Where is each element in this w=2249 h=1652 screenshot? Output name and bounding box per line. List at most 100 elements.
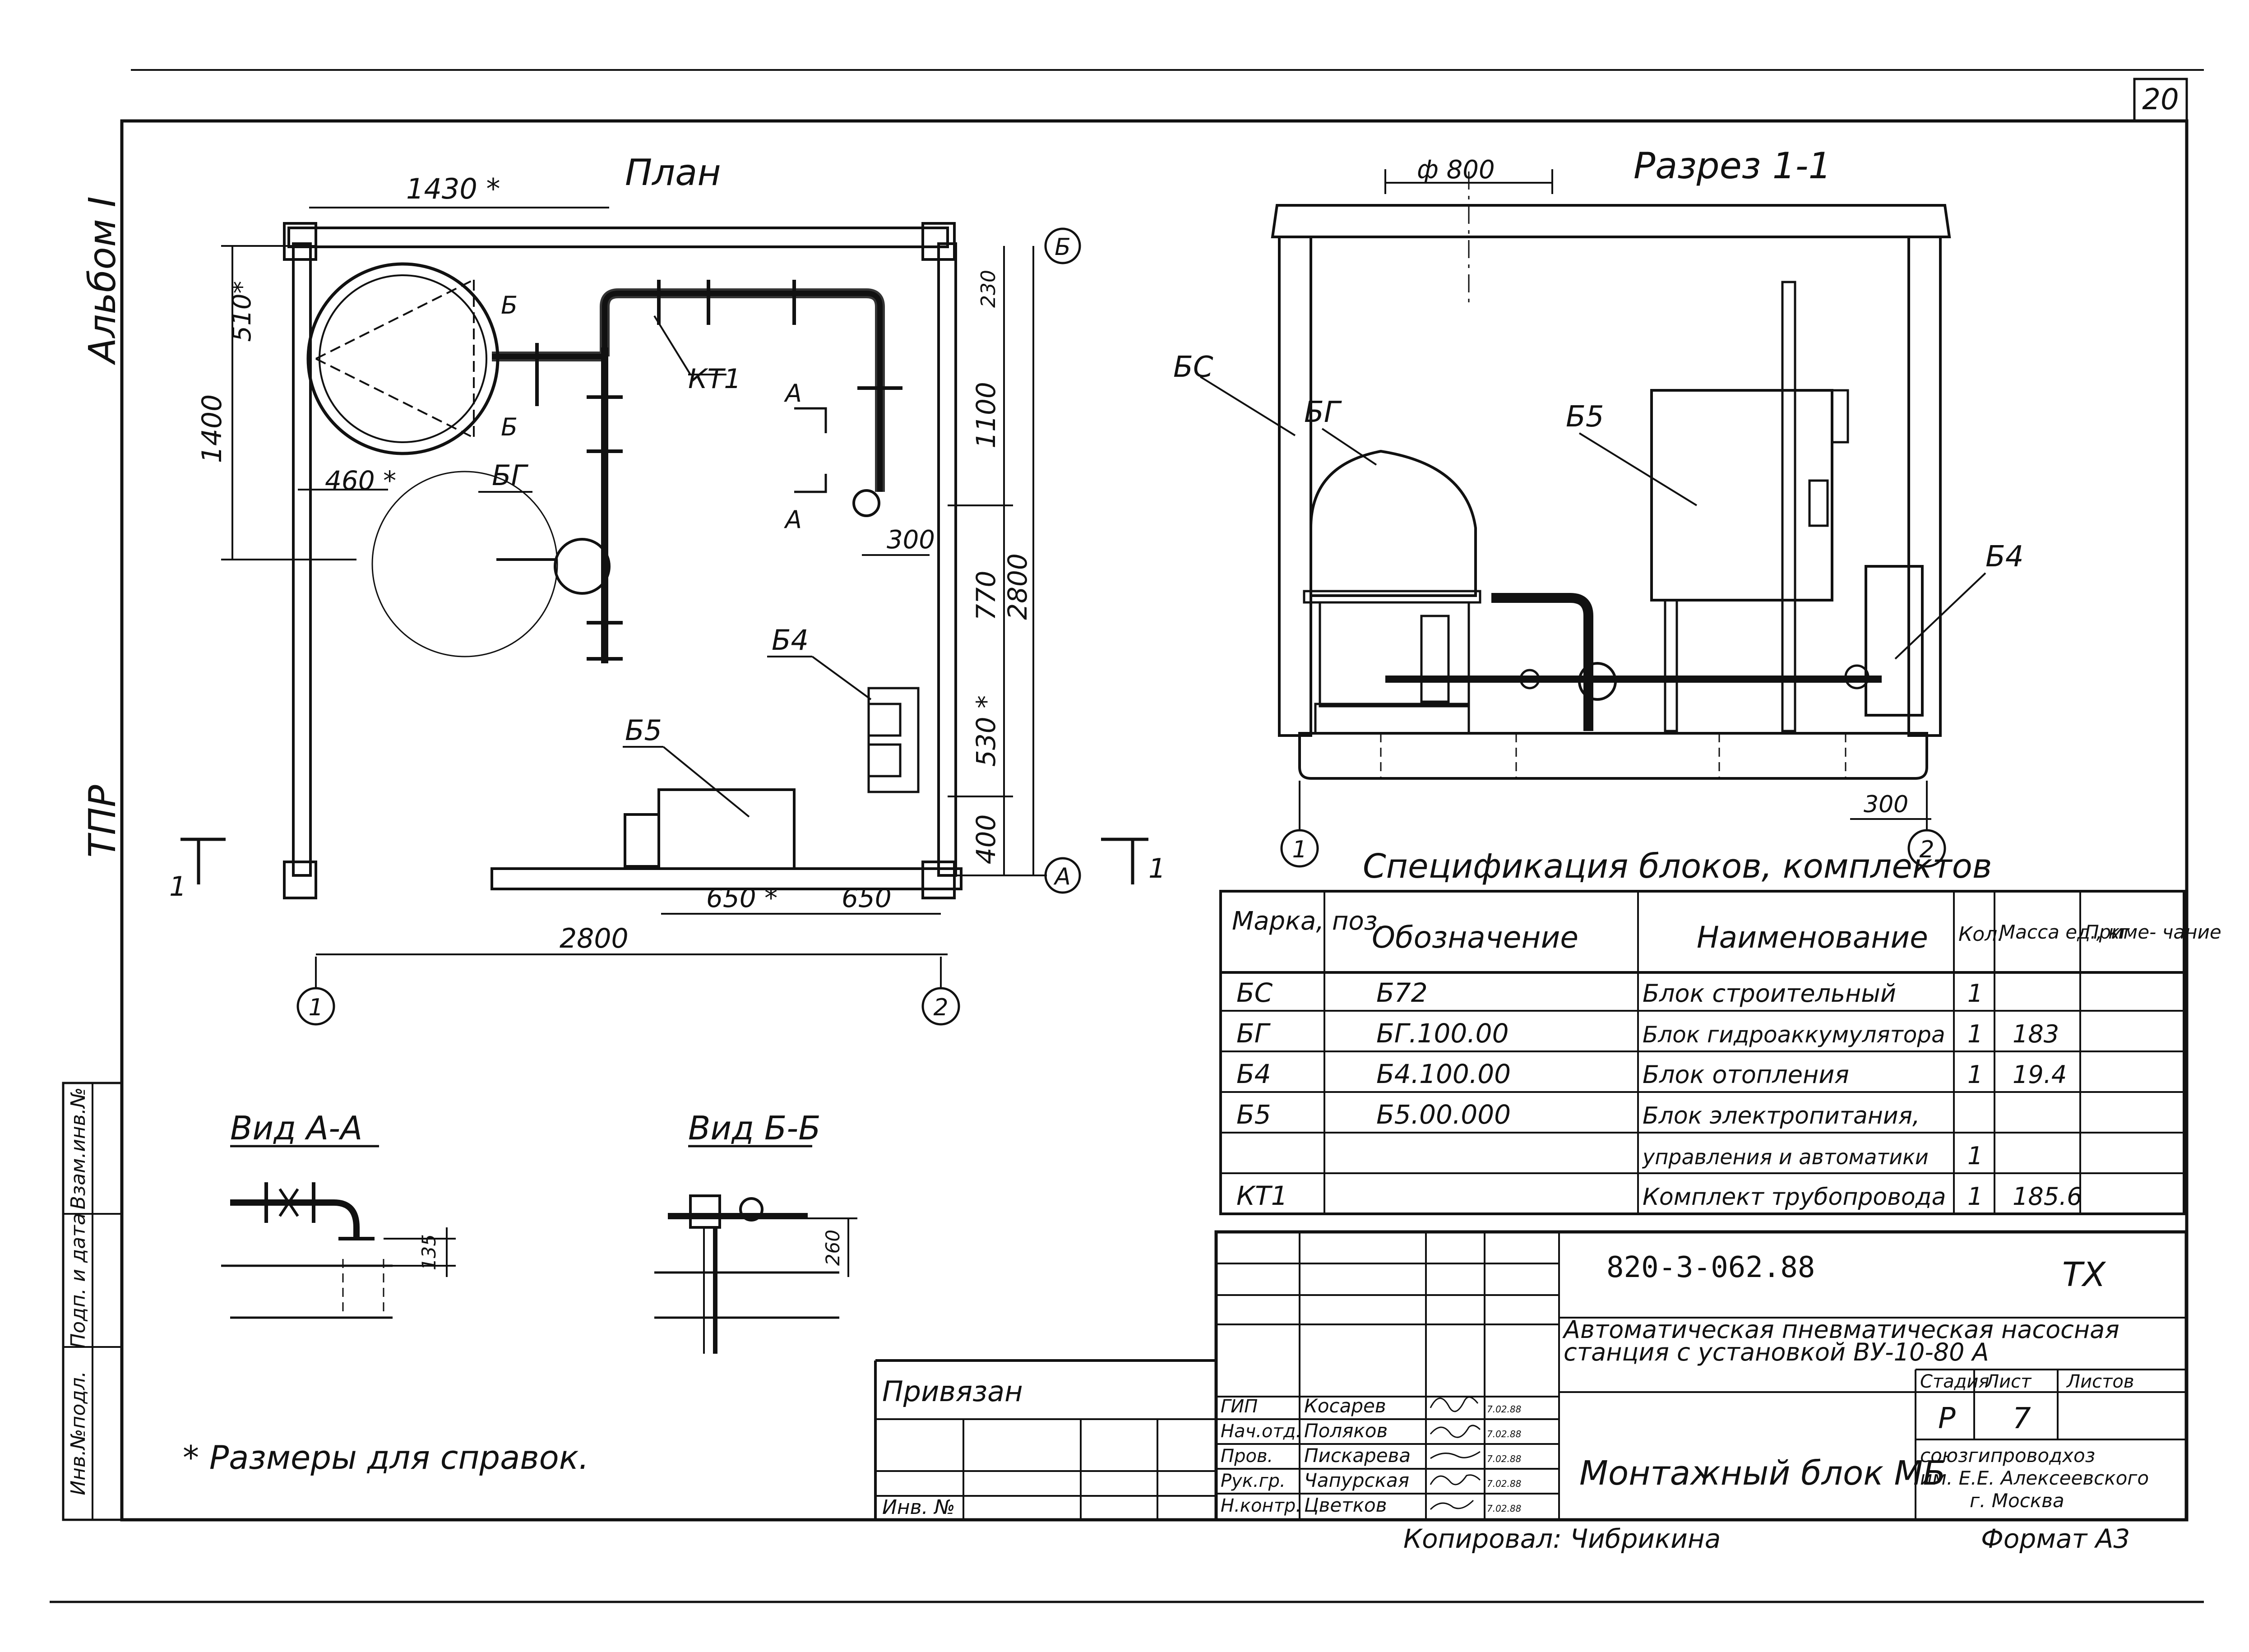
plan-pipeline [492,288,885,492]
svg-text:Пискарева: Пискарева [1304,1444,1411,1467]
plan-title: План [625,152,721,194]
plan-axis-a-label: А [1053,863,1071,890]
svg-text:Пров.: Пров. [1221,1446,1273,1467]
spec-header-name: Наименование [1697,920,1928,955]
plan-axis-b [1044,227,1081,264]
table-row: Б4 Б4.100.00 Блок отопления 1 19.4 [1236,1059,2067,1089]
view-bb: Вид Б-Б 260 [654,1109,857,1354]
section-dim-300: 300 [1864,791,1908,818]
section-base [1298,732,1928,780]
plan-axis-a [1044,857,1081,894]
plan-view: План БГ КТ1 Б Б [169,152,1166,1026]
view-aa-title: Вид А-А [230,1109,362,1147]
sheet-title: Монтажный блок МБ [1579,1454,1946,1493]
plan-dim-1400: 1400 [196,394,228,463]
stamp-sign-date: Подп. и дата [67,1213,90,1348]
svg-text:Комплект трубопровода: Комплект трубопровода [1643,1184,1946,1211]
svg-text:Косарев: Косарев [1304,1395,1386,1417]
plan-wall-right [937,242,957,877]
section-b4-unit [1865,565,1924,717]
plan-column [283,861,317,899]
svg-text:Цветков: Цветков [1304,1494,1387,1516]
plan-label-b-top: Б [501,291,518,319]
reference-note: * Размеры для справок. [183,1439,589,1476]
svg-text:Рук.гр.: Рук.гр. [1221,1471,1286,1491]
svg-text:Н.контр.: Н.контр. [1221,1495,1301,1516]
section-label-b5: Б5 [1566,400,1604,434]
plan-label-b5: Б5 [625,714,662,747]
plan-valves [535,280,902,661]
signature-row: Рук.гр. Чапурская 7.02.88 [1221,1469,1521,1491]
section-mark-right: 1 [1148,853,1166,884]
signature-row: Пров. Пискарева 7.02.88 [1221,1444,1521,1467]
plan-dim-400: 400 [971,814,1001,865]
org-line-1: союзгипроводхоз [1920,1444,2095,1467]
plan-axis-b-label: Б [1055,234,1071,261]
plan-dim-1430: 1430 * [406,172,500,205]
plan-dim-1100: 1100 [971,382,1001,449]
view-bb-dim: 260 [822,1230,844,1266]
svg-text:7.02.88: 7.02.88 [1487,1478,1521,1489]
table-row: управления и автоматики 1 [1642,1142,1983,1170]
svg-text:7.02.88: 7.02.88 [1487,1453,1521,1464]
album-label: Альбом I [81,196,124,366]
section-axis-2-label: 2 [1919,836,1934,863]
section-accumulator [1310,449,1477,597]
svg-text:7.02.88: 7.02.88 [1487,1503,1521,1514]
plan-column [921,861,956,899]
sheets-header: Листов [2066,1371,2134,1392]
tpr-label: ТПР [81,785,124,858]
plan-wall-top [287,227,949,248]
drawing-frame [120,119,2189,1522]
svg-text:1: 1 [1967,1060,1983,1089]
spec-header-qty: Кол. [1958,923,2004,946]
svg-text:КТ1: КТ1 [1236,1180,1288,1211]
stamp-inv-no: Инв.№подл. [67,1371,90,1495]
table-row: БС Б72 Блок строительный 1 [1236,977,1983,1008]
svg-text:1: 1 [1967,1142,1983,1170]
svg-text:ГИП: ГИП [1221,1396,1258,1417]
section-mark-left: 1 [169,871,186,902]
svg-text:7.02.88: 7.02.88 [1487,1429,1521,1439]
svg-text:управления и автоматики: управления и автоматики [1642,1145,1929,1169]
page-number-box [2133,78,2188,122]
svg-text:Б4: Б4 [1236,1059,1271,1089]
sheet-format: Формат А3 [1981,1523,2130,1554]
svg-text:Блок строительный: Блок строительный [1643,979,1896,1008]
table-row: БГ БГ.100.00 Блок гидроаккумулятора 1 18… [1236,1018,2059,1049]
spec-header-designation: Обозначение [1372,920,1578,955]
section-view: Разрез 1-1 БС БГ Б5 [1173,145,2024,868]
stamp-column: Взам.инв.№ Подп. и дата Инв.№подл. [62,1082,123,1521]
plan-dim-530: 530 * [971,695,1001,767]
plan-dim-650a: 650 * [706,883,777,913]
svg-text:БГ.100.00: БГ.100.00 [1376,1018,1509,1049]
spec-header-mass: Масса ед., кг [1999,921,2130,943]
plan-dim-230: 230 [977,270,1000,308]
copied-by: Копировал: Чибрикина [1403,1523,1721,1554]
svg-text:Блок гидроаккумулятора: Блок гидроаккумулятора [1643,1022,1945,1048]
svg-text:1: 1 [1967,1182,1983,1211]
stage-header: Стадия [1920,1371,1989,1392]
section-label-bg: БГ [1304,396,1342,429]
plan-dim-2800h: 2800 [560,923,629,954]
section-column-left [1278,236,1312,737]
signature-row: Нач.отд. Поляков 7.02.88 [1221,1420,1521,1442]
plan-b5-cabinet [657,788,796,870]
table-row: КТ1 Комплект трубопровода 1 185.6 [1236,1180,2082,1211]
plan-label-b4: Б4 [772,624,809,657]
svg-text:БГ: БГ [1236,1018,1271,1049]
page-number: 20 [2142,83,2179,116]
section-column-right [1907,236,1942,737]
plan-label-a-top: А [784,379,802,407]
drawing-code: 820-3-062.88 [1606,1251,1815,1284]
plan-dim-510: 510* [227,281,257,342]
plan-label-bg: БГ [492,459,529,492]
project-line-2: станция с установкой ВУ-10-80 А [1564,1338,1989,1366]
svg-text:185.6: 185.6 [2013,1182,2082,1211]
stamp-replace: Взам.инв.№ [67,1087,90,1210]
inv-label: Инв. № [882,1496,955,1519]
sheet-header: Лист [1985,1371,2032,1392]
stage-value: Р [1938,1402,1956,1435]
signature-row: Н.контр. Цветков 7.02.88 [1221,1494,1521,1516]
svg-text:19.4: 19.4 [2013,1060,2067,1089]
